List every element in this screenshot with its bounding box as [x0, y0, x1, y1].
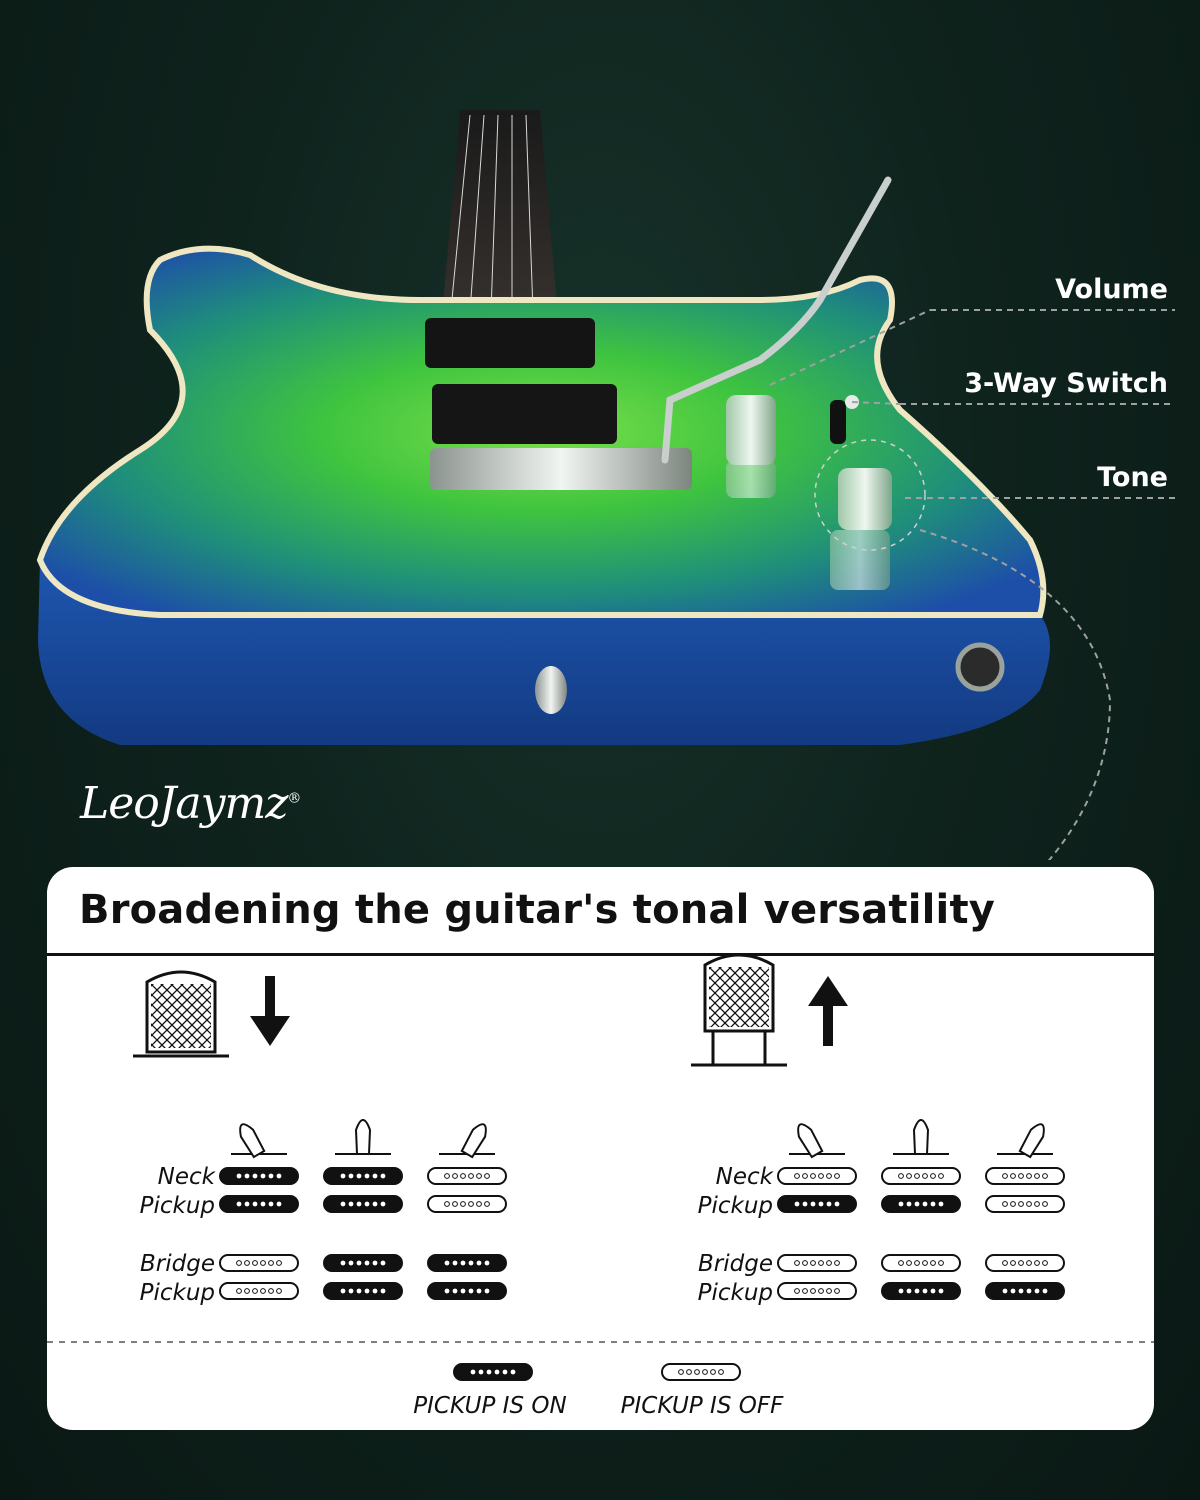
- brand-logo: LeoJaymz®: [80, 778, 301, 829]
- pickup-diagram: NeckPickupBridgePickupNeckPickupBridgePi…: [47, 956, 1154, 1419]
- neck-pickup-bottom-coil: [219, 1195, 299, 1213]
- bridge-pickup-bottom-coil: [985, 1282, 1065, 1300]
- bridge-pickup-top-coil: [427, 1254, 507, 1272]
- bridge-pickup-top-coil: [881, 1254, 961, 1272]
- bridge-pickup-bottom-coil: [427, 1282, 507, 1300]
- title-divider: [47, 953, 1154, 956]
- strap-button: [535, 666, 567, 714]
- neck-pickup-top-coil: [219, 1167, 299, 1185]
- registered-mark: ®: [287, 790, 301, 807]
- bridge-pickup-bottom-coil: [881, 1282, 961, 1300]
- neck-pickup-bottom-coil: [323, 1195, 403, 1213]
- neck-pickup-bottom-coil: [427, 1195, 507, 1213]
- bridge-label: Bridge: [140, 1251, 215, 1277]
- knob-up-icon: [691, 956, 787, 1067]
- neck-pickup-top-coil: [985, 1167, 1065, 1185]
- neck-pickup-top-coil: [777, 1167, 857, 1185]
- tremolo-arm: [661, 176, 892, 464]
- arrow-up-icon: [808, 976, 848, 1046]
- callout-volume: Volume: [1055, 274, 1168, 305]
- legend-off-label: PICKUP IS OFF: [621, 1393, 784, 1419]
- bridge-pickup-bottom-coil: [323, 1282, 403, 1300]
- neck-label: Neck: [158, 1164, 217, 1190]
- info-card: Broadening the guitar's tonal versatilit…: [47, 867, 1154, 1430]
- bridge-pickup-top-coil: [777, 1254, 857, 1272]
- switch-position-1-icon: [231, 1123, 287, 1159]
- switch-position-1-icon: [789, 1123, 845, 1159]
- bridge-pickup-top-coil: [985, 1254, 1065, 1272]
- legend-on-pickup-icon: [453, 1363, 533, 1381]
- neck-pickup-label: Pickup: [140, 1193, 215, 1219]
- neck-pickup-bottom-coil: [985, 1195, 1065, 1213]
- arrow-down-icon: [250, 976, 290, 1046]
- bridge-pickup-bottom-coil: [777, 1282, 857, 1300]
- neck-pickup-bottom-coil: [777, 1195, 857, 1213]
- legend-off-pickup-icon: [661, 1363, 741, 1381]
- output-jack: [955, 642, 1005, 692]
- legend-on-label: PICKUP IS ON: [413, 1393, 566, 1419]
- switch-position-3-icon: [997, 1123, 1053, 1159]
- tone-knob: [814, 439, 926, 590]
- bridge-pickup: [432, 384, 617, 444]
- neck-pickup: [425, 318, 595, 368]
- bridge: [430, 448, 692, 490]
- volume-knob: [726, 395, 776, 498]
- guitar-photo: [36, 110, 1175, 860]
- switch-position-3-icon: [439, 1123, 495, 1159]
- neck-pickup-top-coil: [427, 1167, 507, 1185]
- knob-down-icon: [133, 970, 229, 1058]
- neck-pickup-top-coil: [323, 1167, 403, 1185]
- card-title: Broadening the guitar's tonal versatilit…: [79, 887, 996, 933]
- bridge-pickup-top-coil: [219, 1254, 299, 1272]
- bridge-pickup-label: Pickup: [140, 1280, 215, 1306]
- callout-lines: [769, 309, 1175, 860]
- neck-label: Neck: [716, 1164, 775, 1190]
- bridge-pickup-label: Pickup: [698, 1280, 773, 1306]
- bridge-label: Bridge: [698, 1251, 773, 1277]
- bridge-pickup-top-coil: [323, 1254, 403, 1272]
- neck-pickup-label: Pickup: [698, 1193, 773, 1219]
- guitar-body-side: [38, 560, 1050, 745]
- switch-position-2-icon: [335, 1119, 391, 1155]
- neck-pickup-bottom-coil: [881, 1195, 961, 1213]
- switch-position-2-icon: [893, 1119, 949, 1155]
- brand-name: LeoJaymz: [80, 778, 288, 829]
- callout-tone: Tone: [1097, 462, 1168, 493]
- neck-pickup-top-coil: [881, 1167, 961, 1185]
- bridge-pickup-bottom-coil: [219, 1282, 299, 1300]
- callout-3way-switch: 3-Way Switch: [964, 368, 1168, 399]
